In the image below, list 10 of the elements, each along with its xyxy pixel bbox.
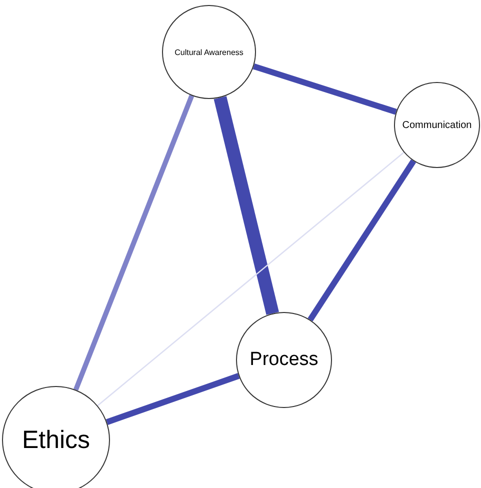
connector-line xyxy=(214,96,279,315)
connector-line xyxy=(252,63,397,115)
node-label: Communication xyxy=(402,120,472,130)
node-label: Process xyxy=(250,349,318,371)
connector-line xyxy=(97,152,404,406)
node-label: Ethics xyxy=(22,426,90,454)
connector-line xyxy=(308,159,416,322)
connector-line xyxy=(106,373,240,425)
node-label: Cultural Awareness xyxy=(174,48,244,56)
connector-line xyxy=(73,94,194,391)
